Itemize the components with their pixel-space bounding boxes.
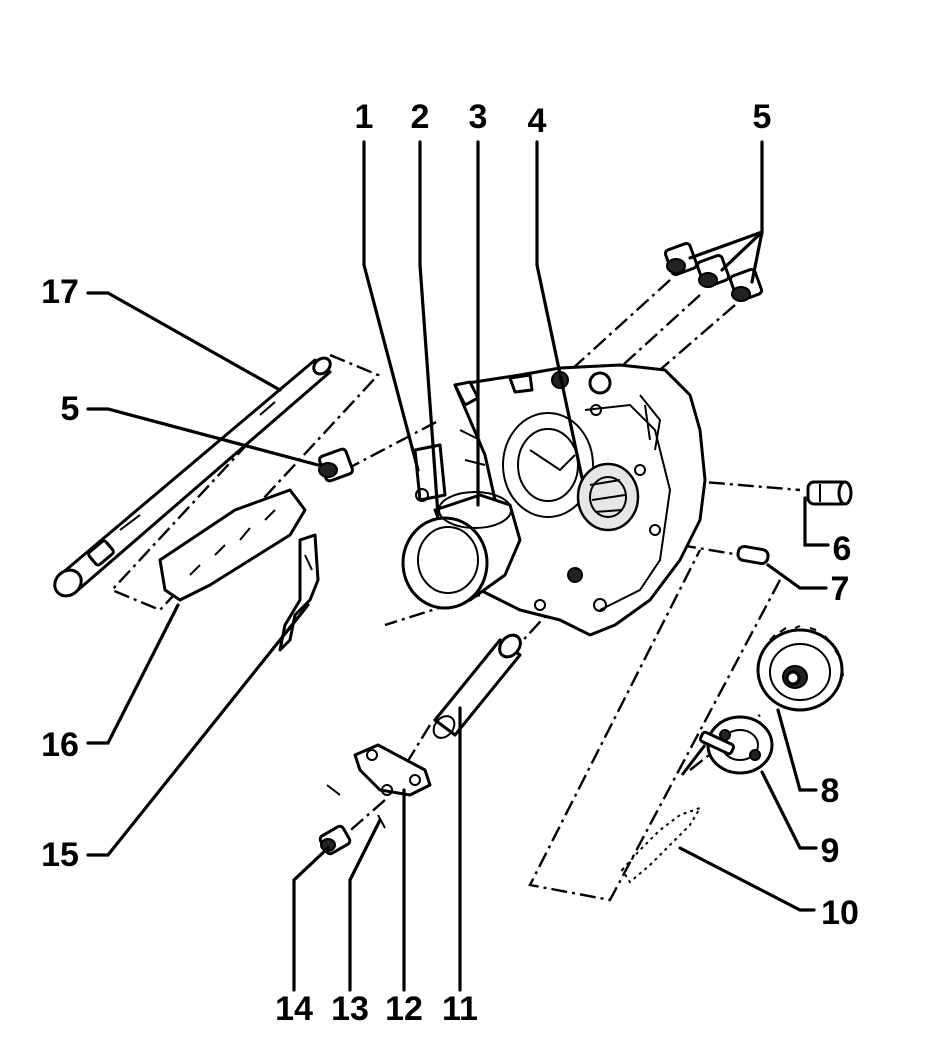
callout-4: 4 [528,102,547,140]
speedometer-drive [680,715,774,776]
callout-3: 3 [469,98,488,136]
shaft [432,633,522,739]
callout-11: 11 [442,990,478,1028]
callout-1: 1 [355,98,374,136]
callout-14: 14 [275,990,313,1028]
bearing-sleeve [401,491,522,610]
bushing-left [318,447,354,483]
bracket-plate [353,743,432,797]
callout-5-left: 5 [61,390,80,428]
callout-13: 13 [331,990,369,1028]
callout-7: 7 [831,570,850,608]
callout-2: 2 [411,98,430,136]
selector-shaft [53,356,332,598]
plug [806,480,853,506]
callout-5-top: 5 [753,98,772,136]
callout-10: 10 [821,894,859,932]
callout-16: 16 [41,726,79,764]
callout-17: 17 [41,273,79,311]
callout-12: 12 [385,990,423,1028]
pin [736,544,770,566]
callout-15: 15 [41,836,79,874]
faint-gear [620,806,703,884]
bushings-top [663,241,764,303]
callout-9: 9 [821,832,840,870]
selector-lever [158,488,307,602]
shift-fork [278,533,320,652]
leader-lines [86,140,830,992]
small-screw [326,784,386,829]
callout-6: 6 [833,530,852,568]
gear [756,625,844,712]
callout-numbers: 1 2 3 4 5 17 5 6 7 8 9 10 16 15 14 13 12… [41,98,859,1028]
transmission-housing [413,363,707,637]
callout-8: 8 [821,772,840,810]
